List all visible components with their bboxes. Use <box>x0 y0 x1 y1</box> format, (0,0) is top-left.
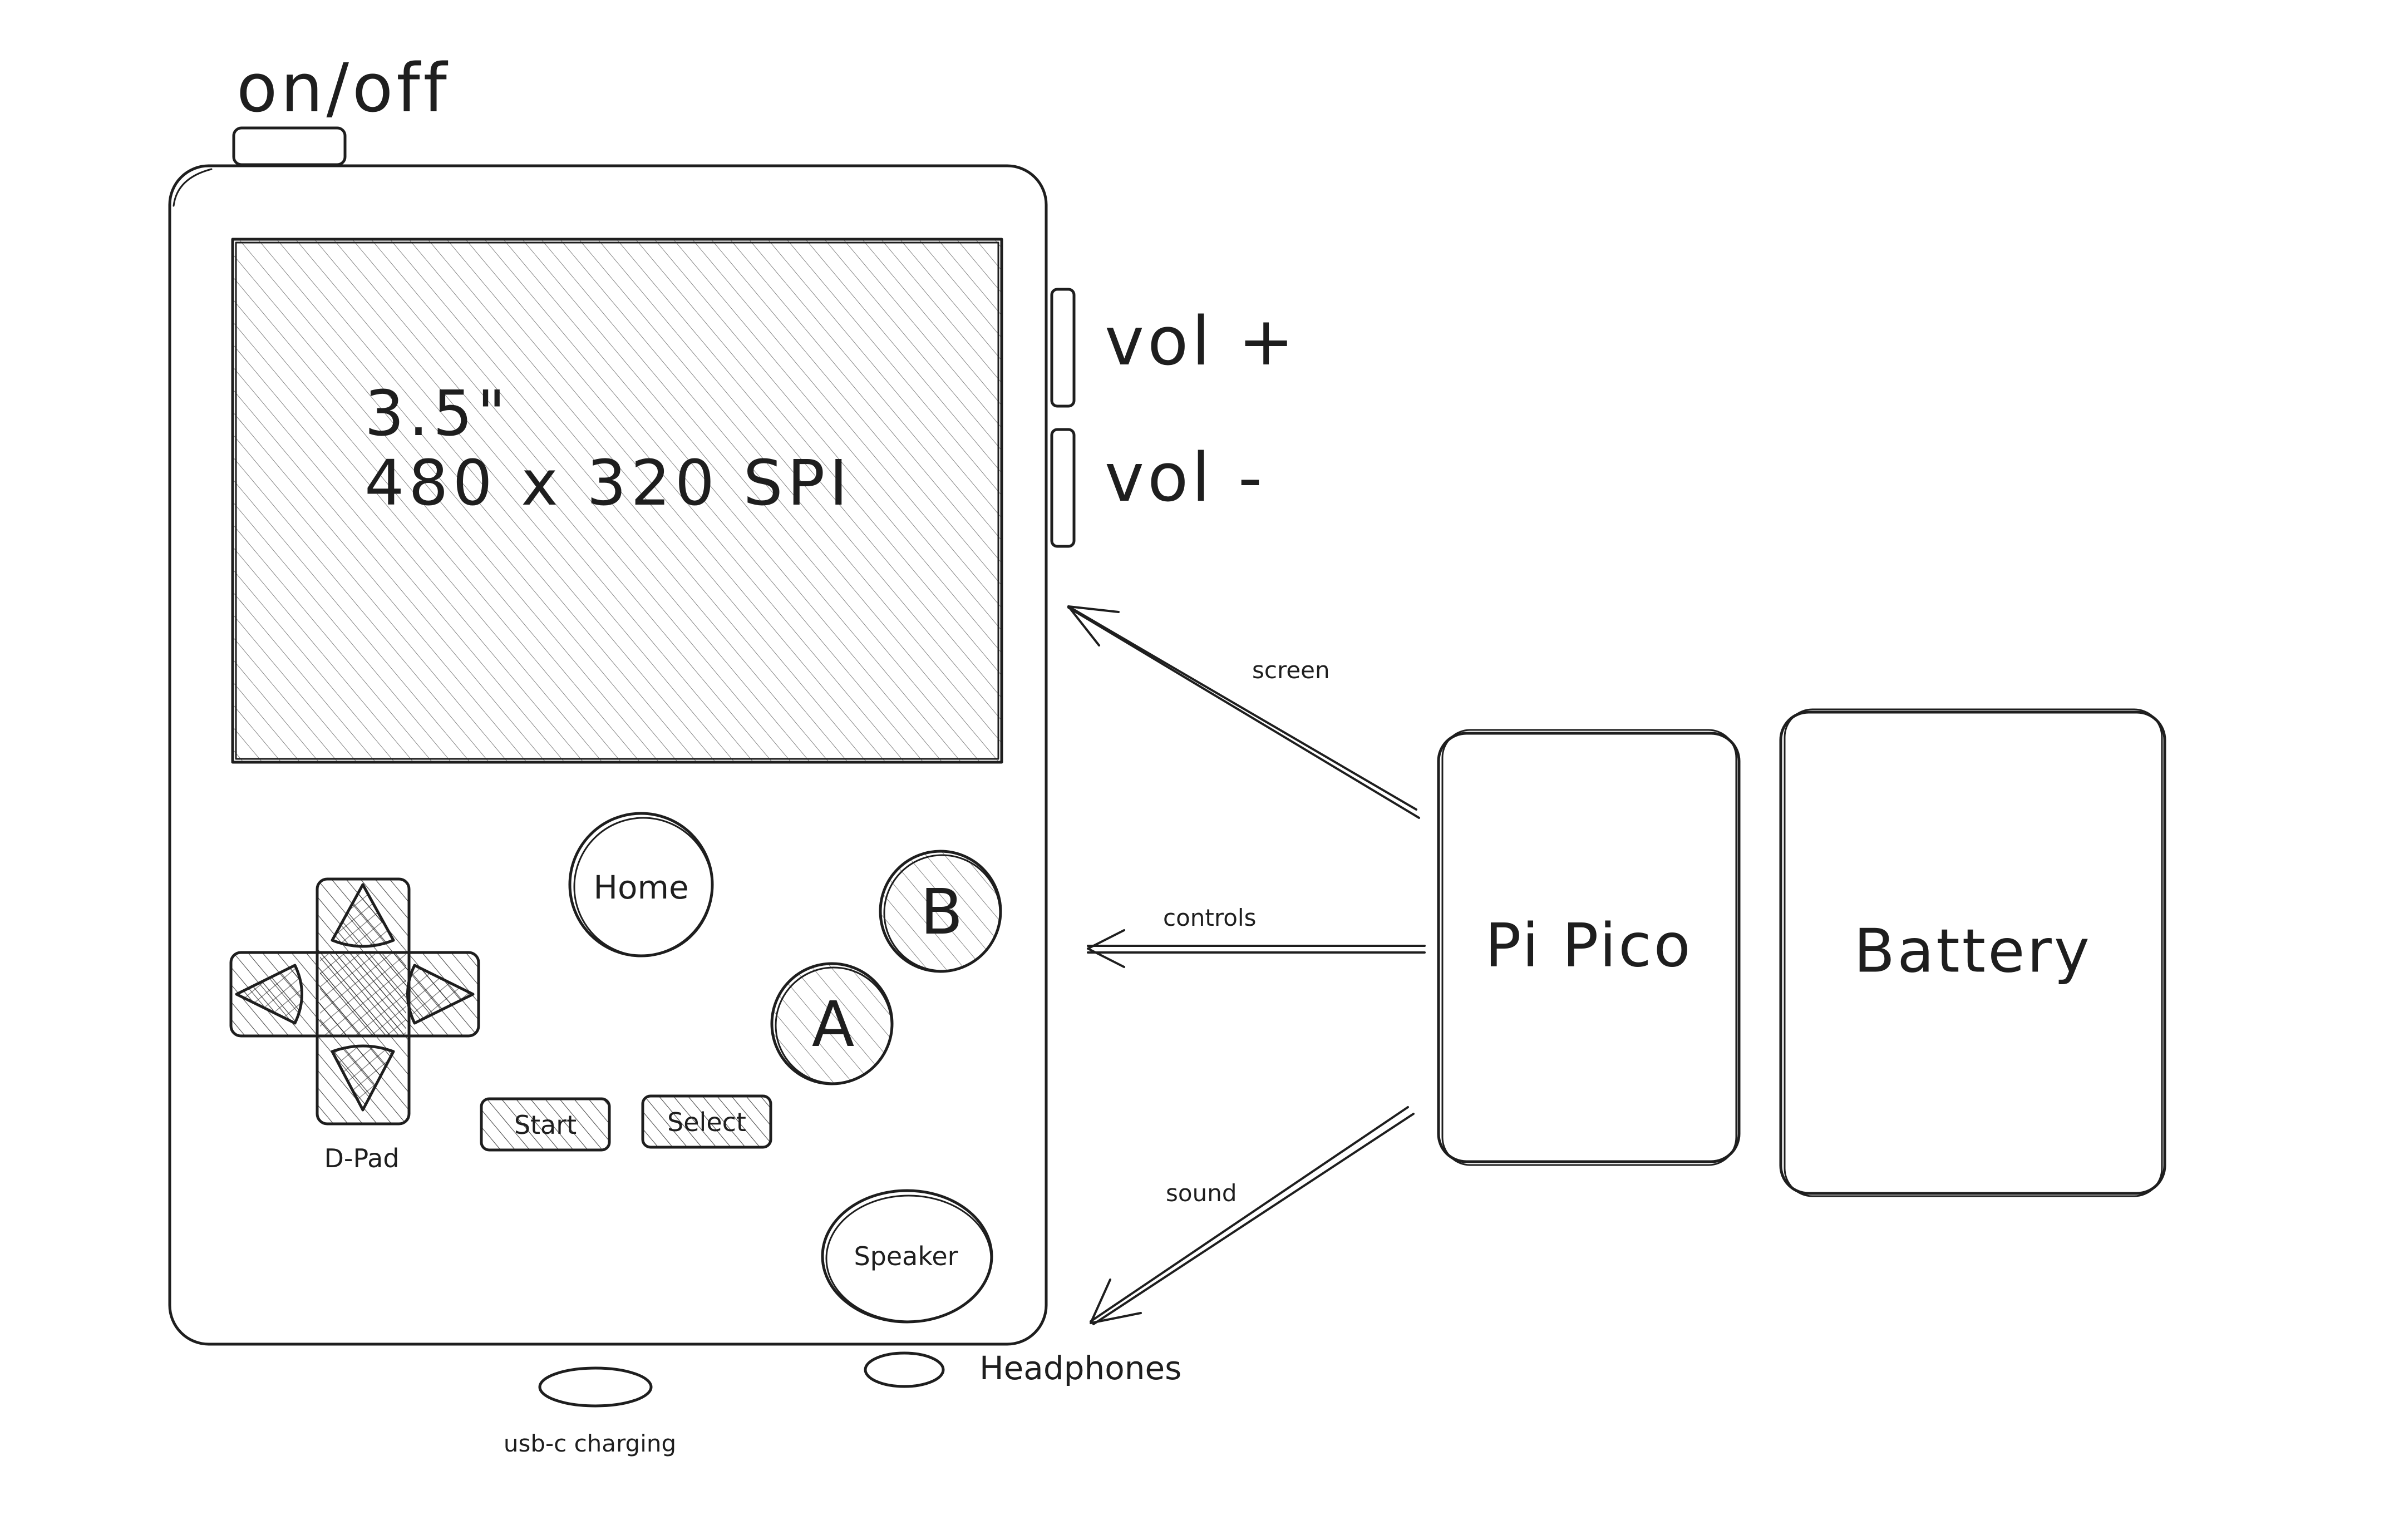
b-label: B <box>920 876 963 949</box>
speaker-label: Speaker <box>854 1241 958 1271</box>
battery-label: Battery <box>1854 916 2092 986</box>
power-button[interactable] <box>232 126 347 166</box>
headphones-label: Headphones <box>979 1349 1182 1387</box>
connection-label-controls: controls <box>1163 904 1257 931</box>
screen-spec-label: 480 x 320 SPI <box>364 447 853 520</box>
start-label: Start <box>514 1110 577 1140</box>
usbc-port[interactable] <box>538 1366 653 1408</box>
select-label: Select <box>667 1107 746 1137</box>
connection-label-sound: sound <box>1166 1179 1237 1207</box>
start-button[interactable] <box>480 1097 611 1152</box>
dpad-label: D-Pad <box>324 1143 400 1173</box>
pi-pico-label: Pi Pico <box>1485 911 1693 981</box>
dpad-up-icon[interactable] <box>331 883 395 948</box>
vol-up-label: vol + <box>1105 303 1298 381</box>
dpad-down-icon[interactable] <box>331 1044 395 1112</box>
vol-down-button[interactable] <box>1050 428 1076 548</box>
connection-label-screen: screen <box>1252 657 1330 684</box>
headphone-jack[interactable] <box>864 1351 945 1388</box>
dpad-right-icon[interactable] <box>406 964 475 1025</box>
pi-pico-box <box>1437 732 1741 1163</box>
screen-size-label: 3.5" <box>364 378 510 450</box>
vol-up-button[interactable] <box>1050 288 1076 408</box>
usbc-label: usb-c charging <box>503 1430 677 1457</box>
vol-down-label: vol - <box>1105 440 1266 517</box>
arrow-sound <box>1090 1106 1415 1325</box>
battery-box <box>1779 710 2166 1195</box>
home-label: Home <box>593 868 689 906</box>
arrow-screen <box>1067 605 1420 819</box>
select-button[interactable] <box>641 1094 772 1149</box>
power-label: on/off <box>237 50 450 127</box>
a-label: A <box>811 989 855 1061</box>
dpad-left-icon[interactable] <box>235 964 303 1025</box>
arrow-controls <box>1087 929 1426 968</box>
dpad[interactable] <box>229 877 480 1126</box>
display-screen <box>231 238 1003 764</box>
